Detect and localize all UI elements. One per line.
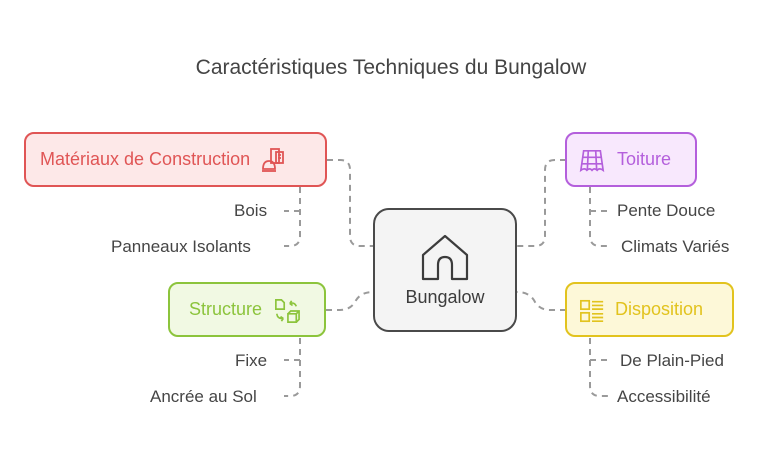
transform-icon: [274, 297, 300, 323]
branch-node-disposition[interactable]: Disposition: [565, 282, 734, 337]
leaf-panneaux-isolants: Panneaux Isolants: [111, 237, 251, 256]
branch-label: Disposition: [615, 299, 704, 319]
branch-node-materiaux[interactable]: Matériaux de Construction: [24, 132, 327, 187]
branch-node-structure[interactable]: Structure: [168, 282, 326, 337]
leaf-de-plain-pied: De Plain-Pied: [620, 351, 724, 370]
leaf-bois: Bois: [234, 201, 268, 220]
leaf-pente-douce: Pente Douce: [617, 201, 716, 220]
layout-list-icon: [579, 297, 605, 323]
branch-label: Structure: [189, 299, 263, 319]
center-node-label: Bungalow: [405, 286, 485, 307]
leaf-climats-varies: Climats Variés: [621, 237, 730, 256]
roof-tiles-icon: [579, 147, 605, 173]
diagram-title: Caractéristiques Techniques du Bungalow: [195, 56, 587, 79]
leaf-accessibilite: Accessibilité: [617, 387, 711, 406]
center-node-bungalow[interactable]: Bungalow: [373, 208, 517, 332]
leaf-fixe: Fixe: [235, 351, 268, 370]
branch-label: Toiture: [617, 149, 672, 169]
branch-label: Matériaux de Construction: [40, 149, 251, 169]
house-icon: [421, 234, 469, 280]
construction-icon: [260, 147, 286, 173]
leaf-ancree-au-sol: Ancrée au Sol: [150, 387, 257, 406]
branch-node-toiture[interactable]: Toiture: [565, 132, 697, 187]
